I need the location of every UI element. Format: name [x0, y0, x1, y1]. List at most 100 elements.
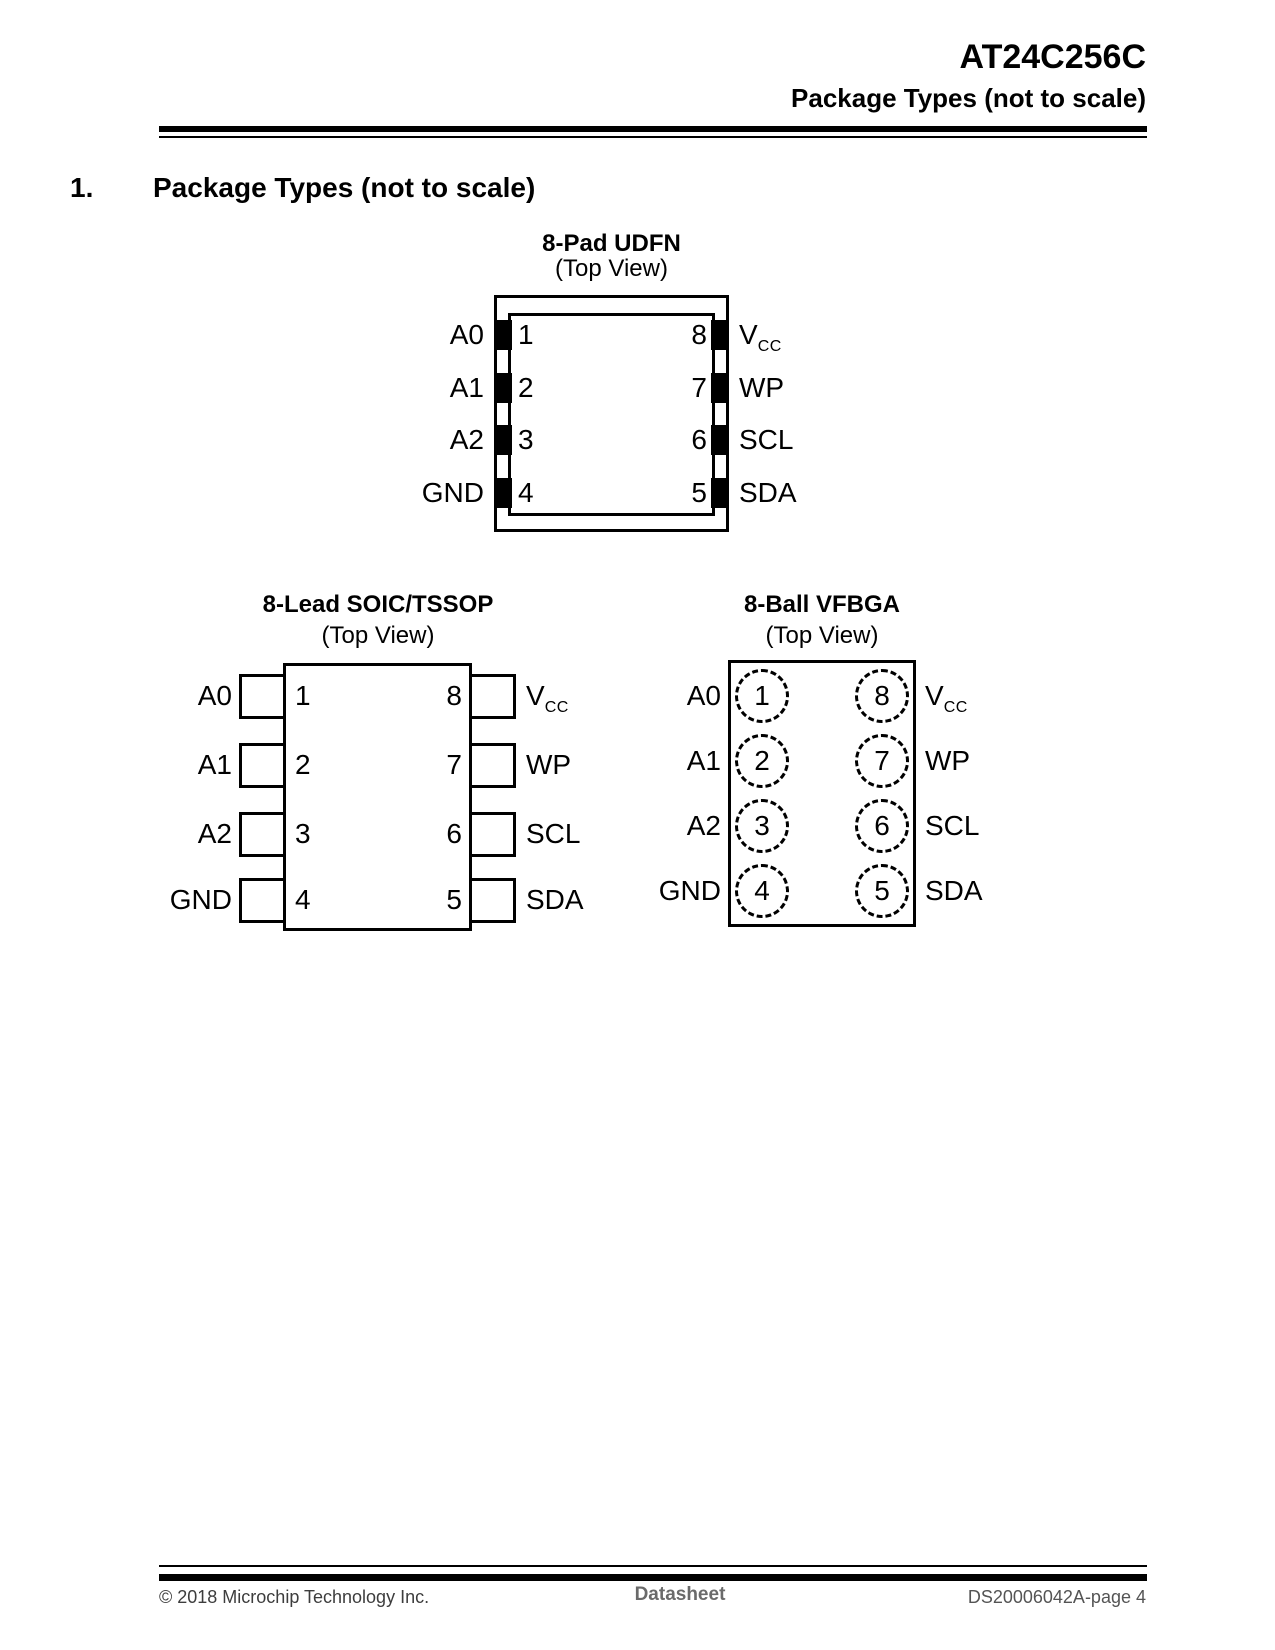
pin-label-left: A0	[449, 319, 484, 350]
pin-label-right: WP	[526, 749, 571, 793]
udfn-pad-left	[494, 320, 512, 350]
pin-number-right: 6	[691, 424, 707, 455]
vfbga-ball-right: 8	[855, 669, 909, 723]
pin-label-text: SCL	[526, 818, 581, 849]
pin-label-text: SCL	[925, 810, 980, 841]
pin-label-right: SCL	[739, 424, 793, 468]
pin-label-left: GND	[421, 477, 484, 508]
pin-label-right: SCL	[526, 818, 580, 862]
pin-number-right: 8	[691, 319, 707, 350]
pin-label-left: A2	[197, 818, 232, 849]
pin-label-text: V	[925, 680, 944, 711]
vfbga-ball-right: 5	[855, 864, 909, 918]
pin-number-right: 5	[691, 477, 707, 508]
pin-label-text: WP	[526, 749, 572, 780]
pin-label-right: VCC	[739, 319, 782, 363]
udfn-title: 8-Pad UDFN	[542, 230, 681, 257]
pin-number-left: 1	[295, 680, 311, 711]
soic-lead-left	[239, 674, 286, 719]
pin-number-right: 8	[874, 680, 890, 711]
soic-lead-right	[469, 878, 516, 923]
soic-body	[283, 663, 472, 931]
udfn-pad-right	[711, 425, 729, 455]
vfbga-ball-left: 3	[735, 799, 789, 853]
pin-label-text: V	[526, 680, 545, 711]
pin-label-subscript: CC	[943, 699, 968, 716]
pin-number-right: 6	[446, 818, 462, 849]
pin-label-left: A1	[449, 372, 484, 403]
vfbga-ball-left: 1	[735, 669, 789, 723]
pin-label-left: A0	[197, 680, 232, 711]
udfn-pad-right	[711, 373, 729, 403]
udfn-pad-left	[494, 425, 512, 455]
pin-number-right: 7	[691, 372, 707, 403]
udfn-subtitle: (Top View)	[555, 255, 668, 282]
pin-label-right: SDA	[526, 884, 584, 928]
pin-label-right: WP	[739, 372, 784, 416]
pin-label-right: VCC	[925, 680, 968, 724]
pin-label-left: A2	[686, 810, 721, 841]
pin-number-right: 7	[874, 745, 890, 776]
pin-label-right: SCL	[925, 810, 979, 854]
pin-label-text: V	[739, 319, 758, 350]
pin-number-left: 3	[754, 810, 770, 841]
soic-lead-right	[469, 812, 516, 857]
pin-label-subscript: CC	[544, 699, 569, 716]
pin-label-right: SDA	[739, 477, 797, 521]
pin-number-left: 2	[754, 745, 770, 776]
vfbga-ball-left: 4	[735, 864, 789, 918]
pin-number-right: 7	[446, 749, 462, 780]
soic-lead-left	[239, 878, 286, 923]
soic-lead-right	[469, 743, 516, 788]
header-rule-thin	[159, 136, 1147, 138]
pin-number-left: 3	[295, 818, 311, 849]
pin-label-text: WP	[739, 372, 785, 403]
pin-number-left: 2	[518, 372, 534, 403]
pin-number-left: 1	[518, 319, 534, 350]
device-title: AT24C256C	[959, 38, 1146, 76]
pin-number-left: 1	[754, 680, 770, 711]
footer-doc-type: Datasheet	[634, 1584, 726, 1605]
udfn-pad-right	[711, 320, 729, 350]
vfbga-ball-right: 6	[855, 799, 909, 853]
soic-title: 8-Lead SOIC/TSSOP	[262, 591, 494, 618]
pin-number-right: 5	[874, 875, 890, 906]
pin-number-right: 5	[446, 884, 462, 915]
vfbga-ball-left: 2	[735, 734, 789, 788]
footer-doc-number: DS20006042A-page 4	[967, 1587, 1146, 1607]
soic-lead-left	[239, 743, 286, 788]
udfn-pad-left	[494, 478, 512, 508]
pin-number-right: 8	[446, 680, 462, 711]
vfbga-title: 8-Ball VFBGA	[743, 591, 901, 618]
vfbga-ball-right: 7	[855, 734, 909, 788]
pin-number-left: 4	[295, 884, 311, 915]
soic-lead-left	[239, 812, 286, 857]
pin-label-text: SDA	[526, 884, 584, 915]
pin-label-right: VCC	[526, 680, 569, 724]
pin-label-left: A1	[197, 749, 232, 780]
pin-label-text: SDA	[739, 477, 797, 508]
section-title: Package Types (not to scale)	[153, 172, 536, 203]
pin-label-left: A2	[449, 424, 484, 455]
header-subtitle: Package Types (not to scale)	[791, 83, 1146, 113]
footer-rule-thick	[159, 1574, 1147, 1581]
udfn-pad-right	[711, 478, 729, 508]
header-rule-thick	[159, 126, 1147, 132]
udfn-inner-body	[508, 313, 715, 516]
footer-rule-thin	[159, 1565, 1147, 1567]
pin-label-right: SDA	[925, 875, 983, 919]
pin-number-left: 4	[518, 477, 534, 508]
pin-number-left: 3	[518, 424, 534, 455]
pin-label-left: A1	[686, 745, 721, 776]
soic-lead-right	[469, 674, 516, 719]
soic-subtitle: (Top View)	[321, 622, 435, 649]
pin-label-subscript: CC	[757, 338, 782, 355]
vfbga-subtitle: (Top View)	[765, 622, 879, 649]
pin-label-left: A0	[686, 680, 721, 711]
pin-number-left: 2	[295, 749, 311, 780]
pin-label-left: GND	[169, 884, 232, 915]
pin-label-text: SCL	[739, 424, 794, 455]
section-number: 1.	[70, 172, 94, 203]
pin-number-right: 6	[874, 810, 890, 841]
